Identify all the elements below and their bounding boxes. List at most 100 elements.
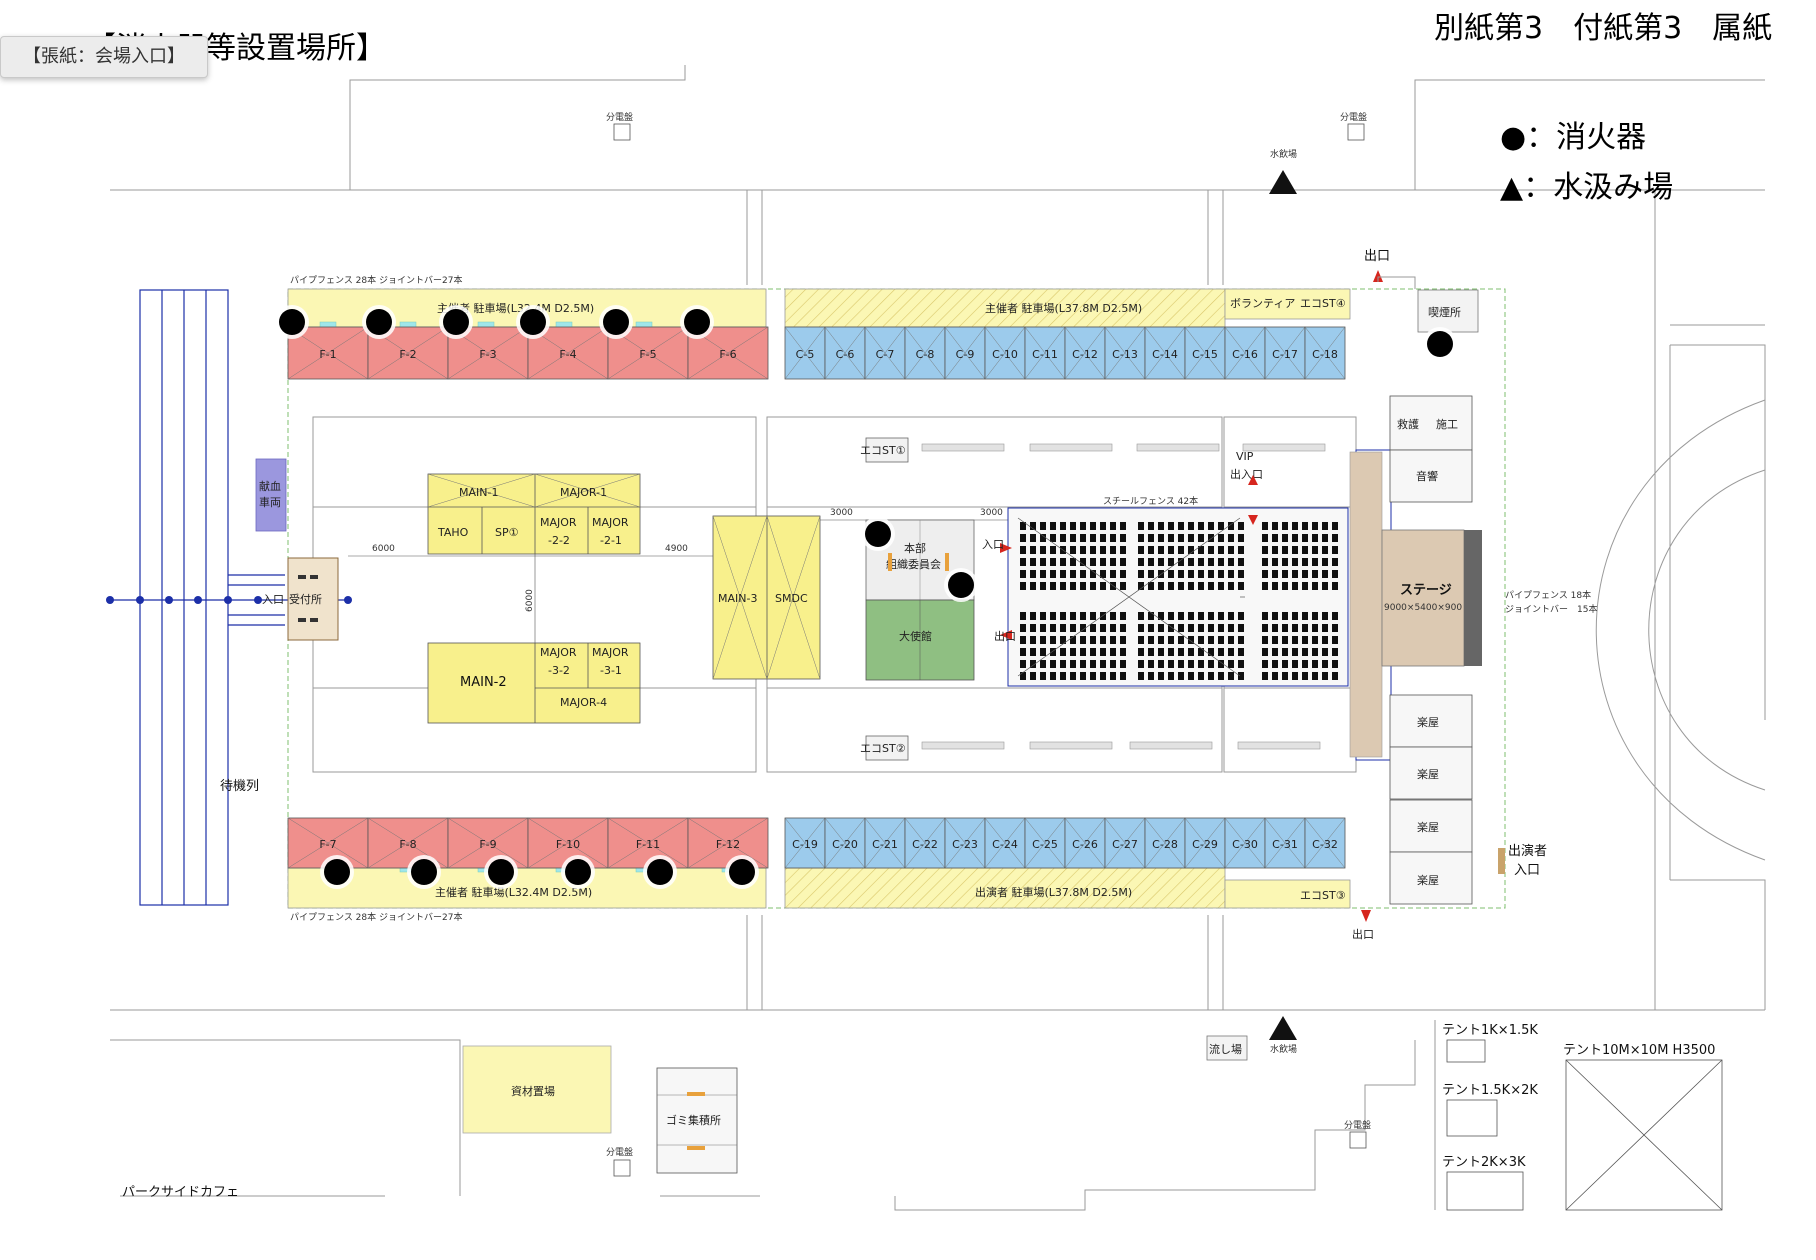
seat <box>1228 672 1234 680</box>
seat <box>1198 648 1204 656</box>
seat <box>1178 582 1184 590</box>
extinguisher-dot <box>324 859 350 885</box>
seat <box>1020 624 1026 632</box>
seat <box>1158 534 1164 542</box>
seat <box>1188 534 1194 542</box>
seat <box>1188 558 1194 566</box>
seat <box>1090 660 1096 668</box>
blood-bus-label-1: 献血 <box>259 479 281 493</box>
seat <box>1110 534 1116 542</box>
booth-bottom-c-2: C-20 <box>824 817 866 869</box>
seat <box>1178 660 1184 668</box>
materials-label: 資材置場 <box>511 1084 555 1098</box>
seat <box>1110 624 1116 632</box>
first-aid-label: 救護 <box>1397 417 1419 431</box>
seat <box>1168 612 1174 620</box>
seat <box>1168 558 1174 566</box>
booth-bottom-f-label: F-7 <box>319 838 336 851</box>
seat <box>1168 660 1174 668</box>
seat <box>1040 522 1046 530</box>
booth-top-c-14: C-18 <box>1304 326 1346 380</box>
seat <box>1120 648 1126 656</box>
booth-bottom-c-13: C-31 <box>1264 817 1306 869</box>
seat <box>1208 636 1214 644</box>
seat <box>1120 636 1126 644</box>
seat <box>1302 636 1308 644</box>
garbage-area <box>656 1067 738 1174</box>
seat <box>1120 660 1126 668</box>
seat <box>1198 534 1204 542</box>
seat <box>1322 624 1328 632</box>
seat <box>1282 624 1288 632</box>
smoking-label: 喫煙所 <box>1428 306 1461 319</box>
eco3-area <box>1224 879 1351 909</box>
seat <box>1238 624 1244 632</box>
seat <box>1198 612 1204 620</box>
seat <box>1332 570 1338 578</box>
booth-bottom-f-label: F-8 <box>399 838 416 851</box>
seat <box>1080 636 1086 644</box>
sink-box <box>1206 1035 1248 1061</box>
parking-bottom-right-label: 出演者 駐車場(L37.8M D2.5M) <box>975 885 1132 899</box>
seat <box>1322 570 1328 578</box>
seat <box>1030 522 1036 530</box>
seat <box>1030 534 1036 542</box>
seat <box>1090 534 1096 542</box>
seat <box>1188 522 1194 530</box>
seat <box>1218 534 1224 542</box>
seat <box>1282 612 1288 620</box>
legend-water: ▲：水汲み場 <box>1500 170 1673 205</box>
seat <box>1040 558 1046 566</box>
seat <box>1060 672 1066 680</box>
seat <box>1168 648 1174 656</box>
seat <box>1228 636 1234 644</box>
seat <box>1218 582 1224 590</box>
booth-top-c-label: C-13 <box>1112 348 1138 361</box>
seat <box>1332 522 1338 530</box>
seat <box>1138 648 1144 656</box>
seat <box>1060 636 1066 644</box>
booth-top-f-label: F-6 <box>719 348 736 361</box>
seat <box>1030 660 1036 668</box>
seat <box>1312 534 1318 542</box>
seat <box>1090 624 1096 632</box>
vip-label-2: 出入口 <box>1230 467 1263 481</box>
booth-top-c-label: C-14 <box>1152 348 1178 361</box>
sp1-label: SP① <box>495 526 519 539</box>
seat <box>1188 546 1194 554</box>
seat <box>1050 570 1056 578</box>
dressing-room-2: 楽屋 <box>1417 768 1439 781</box>
seat <box>1262 558 1268 566</box>
seat <box>1272 582 1278 590</box>
extinguisher-dot <box>603 309 629 335</box>
extinguisher-dot <box>948 572 974 598</box>
tent-legend-1-icon <box>1446 1039 1486 1063</box>
seat <box>1148 534 1154 542</box>
sink-label: 流し場 <box>1209 1042 1242 1056</box>
garbage-marker-top <box>687 1092 705 1096</box>
extinguisher-dot <box>279 309 305 335</box>
booth-bottom-c-label: C-32 <box>1312 838 1338 851</box>
seat <box>1208 660 1214 668</box>
volunteer-area <box>1224 288 1351 320</box>
notice-tab[interactable]: 【張紙：会場入口】 <box>0 36 208 78</box>
hq-marker-left <box>888 553 892 571</box>
seat <box>1020 570 1026 578</box>
booth-top-c-label: C-16 <box>1232 348 1258 361</box>
seat <box>1040 546 1046 554</box>
seat <box>1322 546 1328 554</box>
booth-top-f-label: F-3 <box>479 348 496 361</box>
seat <box>1070 582 1076 590</box>
seat <box>1302 558 1308 566</box>
booth-top-c-5: C-9 <box>944 326 986 380</box>
seat <box>1050 648 1056 656</box>
seat <box>1292 570 1298 578</box>
entrance-label: 入口 <box>262 593 284 606</box>
seat <box>1090 570 1096 578</box>
booth-top-c-label: C-12 <box>1072 348 1098 361</box>
seat <box>1238 660 1244 668</box>
seat <box>1262 672 1268 680</box>
seat <box>1080 558 1086 566</box>
exit-label-top: 出口 <box>1364 249 1390 264</box>
seat <box>1020 546 1026 554</box>
